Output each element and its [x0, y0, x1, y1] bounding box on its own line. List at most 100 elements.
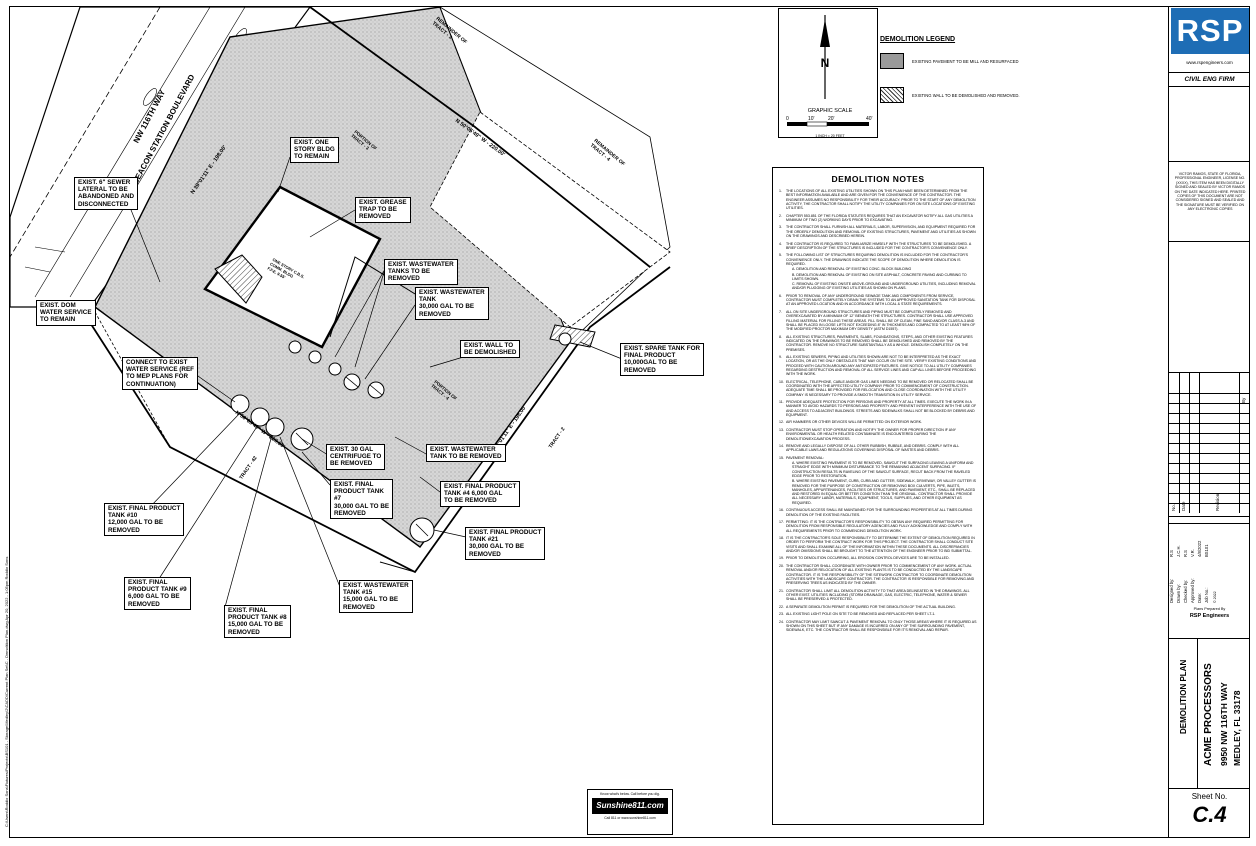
rsp-logo: RSP [1171, 8, 1249, 54]
note-item: 22.A SEPARATE DEMOLITION PERMIT IS REQUI… [779, 605, 977, 609]
note-item: 11.PROVIDE ADEQUATE PROTECTION FOR PERSO… [779, 400, 977, 417]
note-text: THE FOLLOWING LIST OF STRUCTURES REQUIRI… [786, 253, 968, 266]
note-number: 22. [779, 604, 784, 609]
note-item: 13.CONTRACTOR MUST STOP OPERATION AND NO… [779, 428, 977, 441]
note-number: 5. [779, 253, 782, 258]
note-item: 23.ALL EXISTING LIGHT POLE ON SITE TO BE… [779, 612, 977, 616]
callout-dom-water: EXIST. DOM WATER SERVICE TO REMAIN [36, 300, 96, 326]
note-number: 21. [779, 588, 784, 593]
note-text: THE LOCATIONS OF ALL EXISTING UTILITIES … [786, 189, 976, 211]
note-number: 24. [779, 619, 784, 624]
note-text: PAVEMENT REMOVAL: [786, 455, 824, 460]
note-subitem: C. REMOVAL OF EXISTING ONSITE ABOVE-GROU… [792, 282, 976, 291]
note-text: AIR HAMMERS OR OTHER DEVICES WILL BE PER… [786, 420, 923, 425]
note-number: 19. [779, 556, 784, 561]
sheet-number: C.4 [1192, 802, 1227, 827]
note-item: 4. THE CONTRACTOR IS REQUIRED TO FAMILIAR… [779, 242, 977, 251]
seal-statement: VICTOR RAMOS, STATE OF FLORIDA, PROFESSI… [1174, 172, 1246, 212]
demolition-legend: DEMOLITION LEGEND EXISTING PAVEMENT TO B… [880, 36, 1140, 121]
notes-list: 1. THE LOCATIONS OF ALL EXISTING UTILITIE… [779, 189, 977, 633]
callout-final-product-21: EXIST. FINAL PRODUCT TANK #21 30,000 GAL… [465, 527, 546, 560]
note-item: 10.ELECTRICAL, TELEPHONE, CABLE AND/OR G… [779, 380, 977, 397]
callout-centrifuge: EXIST. 30 GAL CENTRIFUGE TO BE REMOVED [326, 444, 386, 470]
file-path-stamp: C:\Users\Roddio Sons\Fixtures\Projects\B… [4, 556, 9, 827]
note-number: 4. [779, 241, 782, 246]
pavement-swatch [880, 53, 904, 69]
callout-grease-trap: EXIST. GREASE TRAP TO BE REMOVED [355, 197, 411, 223]
notes-title: DEMOLITION NOTES [831, 174, 925, 184]
building-footprint [203, 185, 382, 349]
note-item: 21.CONTRACTOR SHALL LIMIT ALL DEMOLITION… [779, 589, 977, 602]
note-text: IT IS THE CONTRACTOR'S SOLE RESPONSIBILI… [786, 536, 975, 553]
note-number: 23. [779, 612, 784, 617]
callout-final-product-7: EXIST. FINAL PRODUCT TANK #7 30,000 GAL … [330, 479, 394, 520]
callout-final-product-4: EXIST. FINAL PRODUCT TANK #4 6,000 GAL T… [440, 481, 521, 507]
note-item: 14.REMOVE AND LEGALLY DISPOSE OF ALL OTH… [779, 444, 977, 453]
north-arrow-icon: N [820, 15, 830, 99]
callout-wastewater-30000: EXIST. WASTEWATER TANK 30,000 GAL TO BE … [415, 287, 489, 320]
note-item: 3. THE CONTRACTOR SHALL FURNISH ALL MATER… [779, 225, 977, 238]
site-plan-drawing [10, 7, 671, 608]
note-text: CHAPTER 553.851 OF THE FLORIDA STATUTES … [786, 213, 973, 222]
prepared-by-label: Plans Prepared By [1193, 607, 1226, 611]
note-text: ALL EXISTING STRUCTURES, PAVEMENTS, SLAB… [786, 334, 973, 352]
callout-spare-tank: EXIST. SPARE TANK FOR FINAL PRODUCT 10,0… [620, 343, 705, 376]
sunshine-811-logo: Know what's below. Call before you dig. … [587, 789, 673, 835]
project-address-2: MEDLEY, FL 33178 [1232, 690, 1242, 766]
note-number: 1. [779, 189, 782, 193]
note-subitem: B. WHERE EXISTING PAVEMENT, CURB, CURB A… [792, 479, 977, 505]
note-number: 20. [779, 563, 784, 568]
note-item: 18.IT IS THE CONTRACTOR'S SOLE RESPONSIB… [779, 536, 977, 553]
website: www.rspengineers.com [1186, 60, 1233, 65]
note-item: 15.PAVEMENT REMOVAL:A. WHERE EXISTING PA… [779, 456, 977, 505]
project-name: ACME PROCESSORS [1203, 663, 1214, 766]
graphic-scale: GRAPHIC SCALE 0 10' 20' 40' 1 INCH = 20 … [782, 108, 878, 138]
sheet-number-label: Sheet No. [1169, 788, 1250, 801]
note-text: PRIOR TO DEMOLITION OCCURRING, ALL EROSI… [786, 556, 950, 561]
note-number: 6. [779, 293, 782, 298]
note-text: ELECTRICAL, TELEPHONE, CABLE AND/OR GAS … [786, 379, 974, 397]
callout-wall-demolish: EXIST. WALL TO BE DEMOLISHED [460, 340, 521, 359]
note-subitem: B. DEMOLITION AND REMOVAL OF EXISTING ON… [792, 272, 967, 281]
north-letter: N [821, 56, 830, 70]
note-text: PERMITTING: IT IS THE CONTRACTOR'S RESPO… [786, 520, 973, 533]
note-text: CONTRACTOR MUST STOP OPERATION AND NOTIF… [786, 427, 956, 441]
svg-text:20': 20' [828, 116, 835, 122]
note-text: THE CONTRACTOR SHALL FURNISH ALL MATERIA… [786, 225, 976, 239]
legend-item-wall: EXISTING WALL TO BE DEMOLISHED AND REMOV… [880, 87, 1140, 103]
note-text: CONTRACTOR SHALL LIMIT ALL DEMOLITION AC… [786, 588, 970, 602]
drawing-sheet: BEACON STATION BOULEVARD NW 116TH WAY RE… [4, 6, 1250, 838]
callout-one-story-bldg: EXIST. ONE STORY BLDG TO REMAIN [290, 137, 339, 163]
callout-connect-water: CONNECT TO EXIST WATER SERVICE (REF TO M… [122, 357, 198, 390]
callout-final-product-10: EXIST. FINAL PRODUCT TANK #10 12,000 GAL… [104, 503, 185, 536]
note-number: 9. [779, 355, 782, 359]
note-item: 7.ALL ON SITE UNDERGROUND STRUCTURES AND… [779, 310, 977, 331]
note-subitem: A. DEMOLITION AND REMOVAL OF EXISTING CO… [792, 267, 912, 272]
note-text: CONTRACTOR MAY LIMIT SAWCUT & PAVEMENT R… [786, 619, 977, 633]
note-text: ALL EXISTING LIGHT POLE ON SITE TO BE RE… [786, 612, 936, 617]
note-text: ALL ON SITE UNDERGROUND STRUCTURES AND P… [786, 309, 976, 332]
note-number: 13. [779, 427, 784, 432]
callout-wastewater-remove: EXIST. WASTEWATER TANK TO BE REMOVED [426, 444, 506, 463]
note-text: PROVIDE ADEQUATE PROTECTION FOR PERSONS … [786, 400, 977, 417]
note-text: THE CONTRACTOR IS REQUIRED TO FAMILIARIZ… [786, 241, 972, 250]
callout-sewer-lateral: EXIST. 6" SEWER LATERAL TO BE ABANDONED … [74, 177, 139, 210]
callout-wastewater-15: EXIST. WASTEWATER TANK #15 15,000 GAL TO… [339, 580, 413, 613]
callout-final-product-8: EXIST. FINAL PRODUCT TANK #8 15,000 GAL … [224, 605, 291, 638]
note-number: 16. [779, 508, 784, 513]
note-number: 3. [779, 225, 782, 230]
note-item: 17.PERMITTING: IT IS THE CONTRACTOR'S RE… [779, 520, 977, 533]
note-number: 8. [779, 334, 782, 339]
note-item: 1. THE LOCATIONS OF ALL EXISTING UTILITIE… [779, 189, 977, 210]
note-item: 8. ALL EXISTING STRUCTURES, PAVEMENTS, SL… [779, 335, 977, 352]
note-item: 24.CONTRACTOR MAY LIMIT SAWCUT & PAVEMEN… [779, 620, 977, 633]
project-address-1: 9950 NW 116TH WAY [1219, 682, 1229, 766]
note-text: CONTINUOUS ACCESS SHALL BE MAINTAINED FO… [786, 508, 973, 517]
drawing-info: Designed by: R.S Drawn by: J.C.H. Checke… [1169, 516, 1249, 605]
note-text: ALL EXISTING SEWERS, PIPING AND UTILITIE… [786, 355, 977, 377]
note-number: 12. [779, 420, 784, 425]
north-arrow-box: N [778, 8, 878, 138]
firm-name: CIVIL ENG FIRM [1169, 72, 1250, 87]
note-text: A SEPARATE DEMOLITION PERMIT IS REQUIRED… [786, 604, 956, 609]
legend-item-pavement: EXISTING PAVEMENT TO BE MILL AND RESURFA… [880, 53, 1140, 69]
